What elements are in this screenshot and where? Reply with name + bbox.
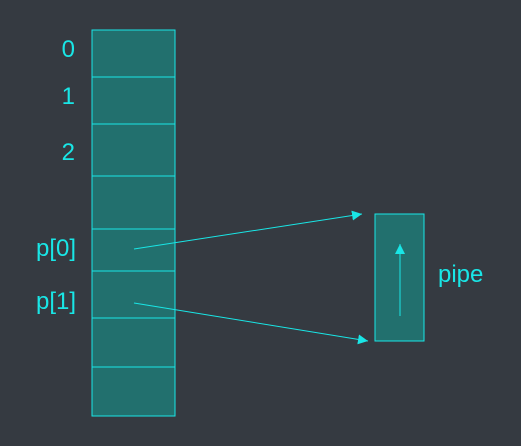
fd-table	[91, 29, 176, 417]
fd-label-p0: p[0]	[36, 235, 76, 262]
fd-label-p1: p[1]	[36, 288, 76, 315]
fd-cell-7	[91, 366, 176, 417]
fd-cell-6	[91, 317, 176, 368]
fd-cell-2	[91, 123, 176, 177]
fd-cell-0	[91, 29, 176, 78]
fd-label-2: 2	[62, 139, 75, 166]
fd-label-1: 1	[62, 83, 75, 110]
fd-cell-p0	[91, 228, 176, 272]
fd-cell-3	[91, 175, 176, 230]
p1-to-pipe-arrow	[133, 302, 369, 345]
p0-to-pipe-arrow	[133, 210, 363, 250]
pipe-label: pipe	[438, 261, 483, 288]
fd-cell-1	[91, 76, 176, 125]
fd-cell-p1	[91, 270, 176, 319]
fd-label-0: 0	[62, 36, 75, 63]
